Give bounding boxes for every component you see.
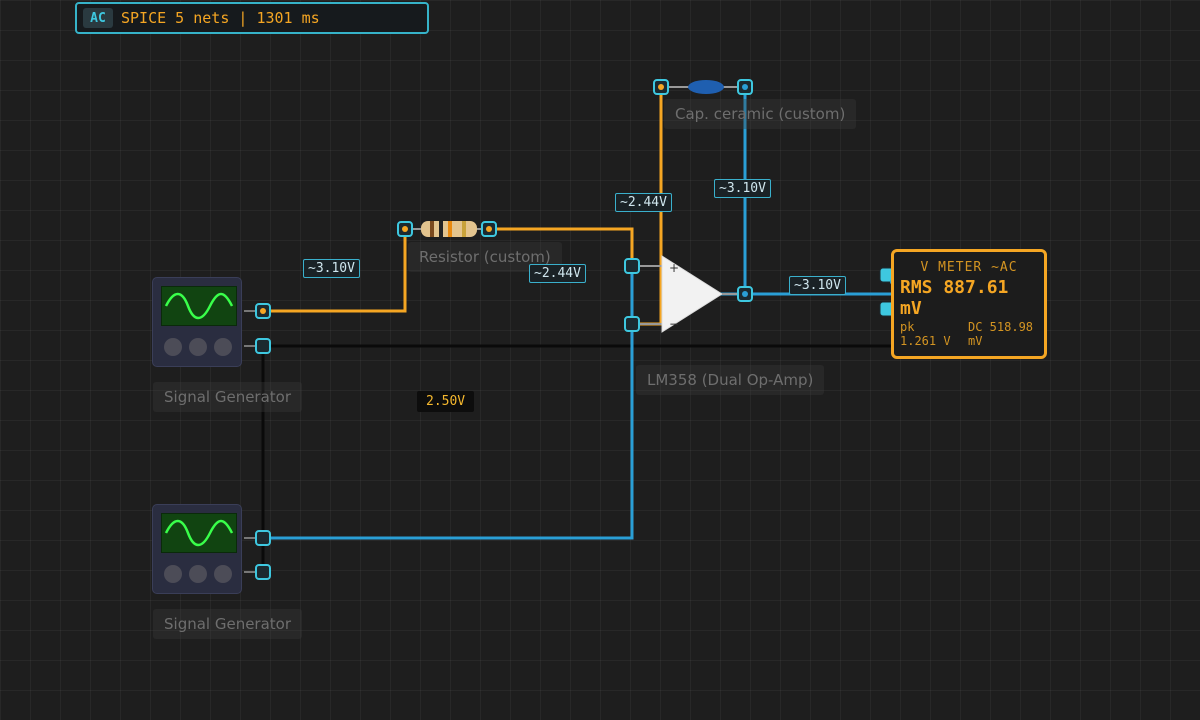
- signal-generator-1-label: Signal Generator: [153, 382, 303, 412]
- voltage-tag-opamp-feedback: ~2.44V: [615, 193, 672, 212]
- sine-wave-icon: [164, 519, 234, 547]
- signal-generator-2-label: Signal Generator: [153, 609, 303, 639]
- pin-gen2-gnd[interactable]: [255, 564, 271, 580]
- opamp-label: LM358 (Dual Op-Amp): [636, 365, 825, 395]
- signal-generator-1[interactable]: [152, 277, 242, 367]
- meter-pk-value: 1.261 V: [900, 334, 951, 348]
- opamp-symbol[interactable]: + −: [632, 255, 745, 333]
- wire-gen2-to-opamp[interactable]: [263, 266, 634, 540]
- voltage-tag-cap: ~3.10V: [714, 179, 771, 198]
- voltmeter[interactable]: V METER ~AC RMS 887.61 mV pk 1.261 V DC …: [891, 249, 1047, 359]
- wire-gen1-to-resistor[interactable]: [263, 229, 407, 313]
- capacitor-label: Cap. ceramic (custom): [664, 99, 857, 129]
- voltage-tag-ground: 2.50V: [417, 391, 475, 412]
- knob: [189, 338, 207, 356]
- opamp-minus-sign: −: [669, 317, 679, 331]
- analysis-mode-badge[interactable]: AC: [83, 8, 113, 28]
- simulation-status-text: SPICE 5 nets | 1301 ms: [121, 9, 320, 27]
- knob: [164, 338, 182, 356]
- knob: [164, 565, 182, 583]
- sine-wave-icon: [164, 292, 234, 320]
- pin-opamp-minus[interactable]: [624, 316, 640, 332]
- meter-dc-label: DC 518.98: [968, 320, 1034, 334]
- knob: [189, 565, 207, 583]
- voltage-tag-opamp-input: ~2.44V: [529, 264, 586, 283]
- opamp-plus-sign: +: [669, 261, 679, 275]
- knob: [214, 338, 232, 356]
- signal-generator-2[interactable]: [152, 504, 242, 594]
- knob: [214, 565, 232, 583]
- meter-pk-label: pk: [900, 320, 915, 334]
- wire-ground[interactable]: [263, 310, 895, 348]
- pin-opamp-plus[interactable]: [624, 258, 640, 274]
- voltage-tag-output: ~3.10V: [789, 276, 846, 295]
- waveform-screen: [161, 513, 237, 553]
- simulation-status-bar[interactable]: AC SPICE 5 nets | 1301 ms: [75, 2, 429, 34]
- pin-gen2-out[interactable]: [255, 530, 271, 546]
- voltage-tag-gen1: ~3.10V: [303, 259, 360, 278]
- meter-title: V METER ~AC: [920, 260, 1018, 275]
- meter-dc-unit: mV: [968, 334, 983, 348]
- resistor-symbol[interactable]: [405, 221, 489, 237]
- pin-gen1-gnd[interactable]: [255, 338, 271, 354]
- waveform-screen: [161, 286, 237, 326]
- meter-rms-reading: RMS 887.61 mV: [900, 277, 1009, 319]
- capacitor-symbol[interactable]: [661, 80, 745, 94]
